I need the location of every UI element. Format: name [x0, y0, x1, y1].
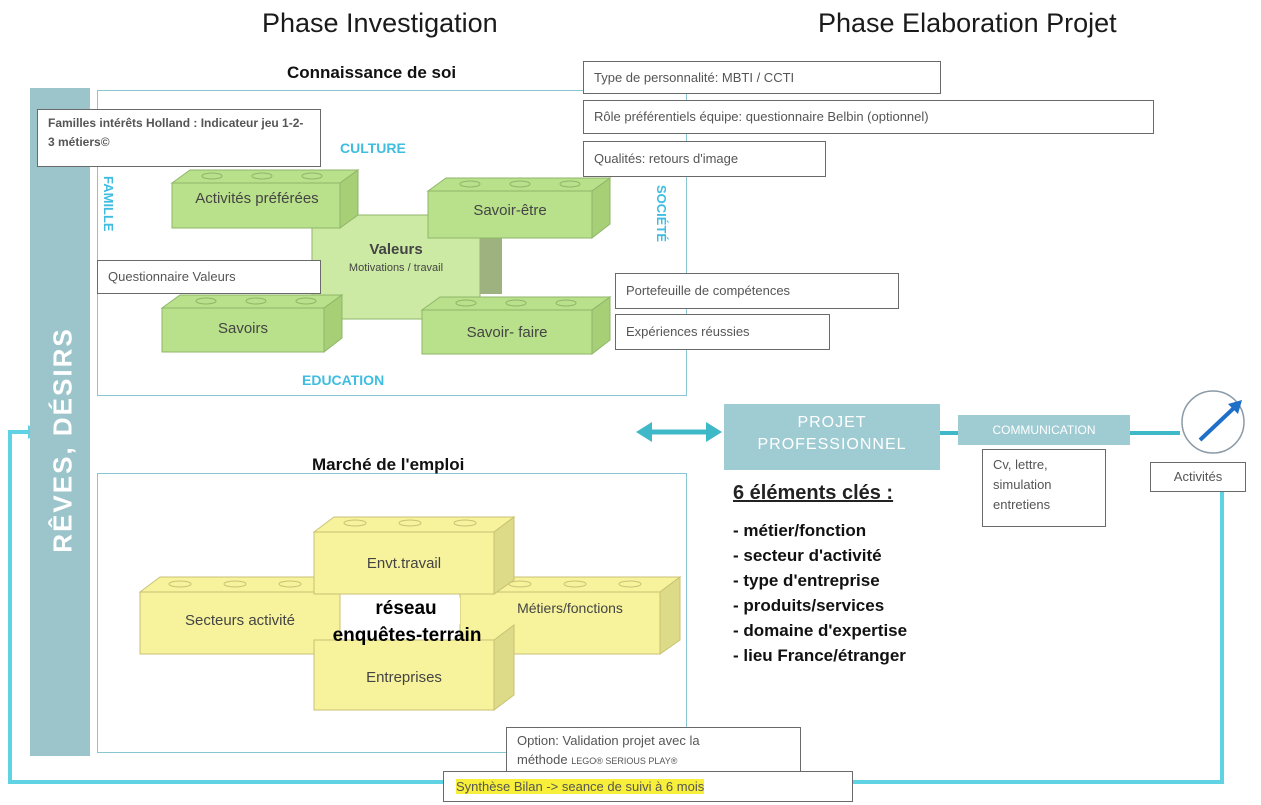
feedback-loop-line [8, 430, 1224, 784]
note-qualites: Qualités: retours d'image [583, 141, 826, 177]
label-culture: CULTURE [340, 140, 406, 156]
phase-elaboration-title: Phase Elaboration Projet [818, 8, 1117, 38]
note-cv-lettre: Cv, lettre, simulation entretiens [982, 449, 1106, 527]
label-famille: FAMILLE [101, 176, 116, 232]
brick-envt [313, 531, 495, 595]
brick-valeurs-sub: Motivations / travail [348, 262, 444, 274]
key-item: - secteur d'activité [733, 546, 882, 565]
brick-entreprises [313, 639, 495, 711]
brick-secteurs [139, 591, 341, 655]
key-item: - lieu France/étranger [733, 646, 906, 665]
double-arrow-left-head [636, 422, 652, 442]
key-item: - métier/fonction [733, 521, 867, 540]
note-activites: Activités [1150, 462, 1246, 492]
center-reseau: réseau [375, 598, 437, 619]
brick-savoir-etre [427, 190, 593, 239]
note-option-validation: Option: Validation projet avec la méthod… [506, 727, 801, 775]
key-elements-list: - métier/fonction - secteur d'activité -… [733, 518, 907, 668]
option-line1: Option: Validation projet avec la [517, 733, 700, 748]
brick-savoir-faire [421, 309, 593, 355]
brick-savoir-etre-label: Savoir-être [473, 202, 547, 219]
brick-entreprises-label: Entreprises [366, 669, 442, 686]
key-elements-title: 6 éléments clés : [733, 482, 894, 504]
brick-secteurs-label: Secteurs activité [184, 612, 296, 629]
gauge-needle-head [1228, 400, 1242, 414]
key-item: - produits/services [733, 596, 885, 615]
note-synthese: Synthèse Bilan -> seance de suivi à 6 mo… [443, 771, 853, 802]
self-knowledge-panel [97, 90, 687, 396]
gauge-circle [1181, 390, 1245, 454]
green-bricks [160, 169, 612, 356]
brick-metiers-label: Métiers/fonctions [517, 600, 623, 616]
option-line2: méthode LEGO® SERIOUS PLAY® [517, 750, 790, 771]
brick-envt-label: Envt.travail [366, 555, 442, 572]
projet-line2: PROFESSIONNEL [757, 436, 907, 453]
key-item: - type d'entreprise [733, 571, 880, 590]
note-experiences: Expériences réussies [615, 314, 830, 350]
sidebar-band [30, 88, 90, 756]
brick-savoir-faire-label: Savoir- faire [466, 324, 548, 341]
self-knowledge-title: Connaissance de soi [287, 63, 457, 82]
note-portefeuille: Portefeuille de compétences [615, 273, 899, 309]
note-questionnaire-valeurs: Questionnaire Valeurs [97, 260, 321, 294]
projet-line1: PROJET [797, 414, 867, 431]
yellow-bricks [138, 516, 682, 711]
center-enquetes: enquêtes-terrain [332, 625, 482, 646]
gauge-needle [1198, 404, 1238, 442]
communication-box: COMMUNICATION [958, 415, 1130, 445]
brick-activites [171, 182, 341, 229]
note-holland: Familles intérêts Holland : Indicateur j… [37, 109, 321, 167]
synthese-text: Synthèse Bilan -> seance de suivi à 6 mo… [456, 779, 705, 794]
note-belbin: Rôle préférentiels équipe: questionnaire… [583, 100, 1154, 134]
label-societe: SOCIÉTÉ [654, 185, 669, 243]
brick-activites-label: Activités préférées [195, 190, 319, 207]
double-arrow-right-head [706, 422, 722, 442]
projet-professionnel-box: PROJET PROFESSIONNEL [724, 404, 940, 470]
job-market-panel [97, 473, 687, 753]
brick-savoirs [161, 307, 325, 353]
option-lego: LEGO® SERIOUS PLAY® [571, 756, 678, 766]
option-methode: méthode [517, 752, 568, 767]
job-market-title: Marché de l'emploi [312, 455, 465, 474]
note-mbti: Type de personnalité: MBTI / CCTI [583, 61, 941, 94]
reseau-backing [352, 598, 460, 624]
key-item: - domaine d'expertise [733, 621, 908, 640]
brick-valeurs-title: Valeurs [369, 241, 423, 258]
phase-investigation-title: Phase Investigation [262, 8, 498, 38]
label-education: EDUCATION [302, 372, 385, 388]
brick-savoirs-label: Savoirs [217, 320, 269, 337]
